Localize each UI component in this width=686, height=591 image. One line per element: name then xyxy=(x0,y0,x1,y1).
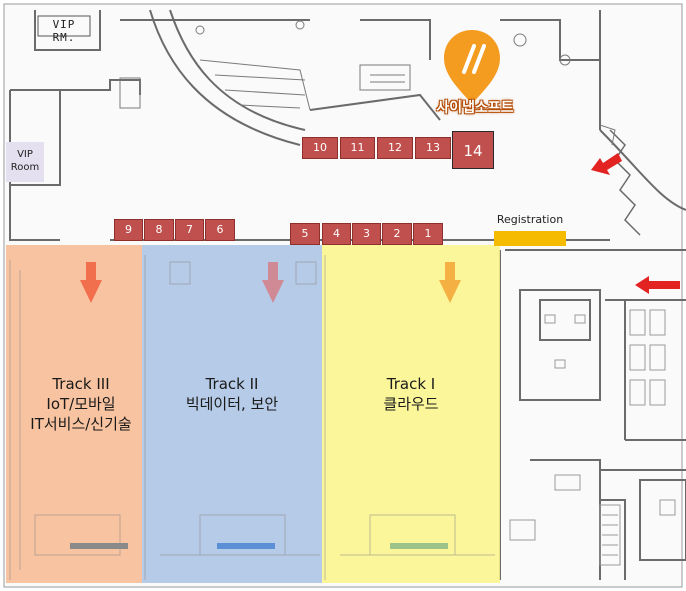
track-1-zone xyxy=(322,245,500,583)
vip-room-label: VIP Room xyxy=(6,148,44,174)
entrance-arrow-right xyxy=(635,276,680,294)
vip-room-line1: VIP xyxy=(17,149,33,160)
sponsor-name-label: 사이냅소프트 xyxy=(436,100,514,116)
booth-10[interactable]: 10 xyxy=(302,137,338,159)
track-3-label: Track III IoT/모바일 IT서비스/신기술 xyxy=(6,374,156,434)
booth-13[interactable]: 13 xyxy=(415,137,451,159)
track-1-title: Track I xyxy=(386,375,436,393)
track-2-title: Track II xyxy=(205,375,259,393)
track-3-zone xyxy=(6,245,142,583)
track-3-bar xyxy=(70,543,128,549)
booth-14[interactable]: 14 xyxy=(452,131,494,169)
stair-zigzag xyxy=(609,129,641,236)
track-1-label: Track I 클라우드 xyxy=(322,374,500,414)
booth-8[interactable]: 8 xyxy=(144,219,174,241)
registration-label: Registration xyxy=(496,213,564,226)
track-3-topic-2: IT서비스/신기술 xyxy=(30,415,132,433)
booth-12[interactable]: 12 xyxy=(377,137,413,159)
track-2-arrow xyxy=(262,262,284,303)
track-3-arrow xyxy=(80,262,102,303)
track-3-title: Track III xyxy=(52,375,110,393)
booth-3[interactable]: 3 xyxy=(352,223,381,245)
track-3-topic-1: IoT/모바일 xyxy=(46,395,116,413)
track-1-arrow xyxy=(439,262,461,303)
booth-6[interactable]: 6 xyxy=(205,219,235,241)
booth-7[interactable]: 7 xyxy=(175,219,204,241)
vip-rm-sign: VIP RM. xyxy=(52,18,76,44)
booth-5[interactable]: 5 xyxy=(290,223,320,245)
vip-room-line2: Room xyxy=(10,162,40,173)
booth-4[interactable]: 4 xyxy=(322,223,351,245)
track-2-zone xyxy=(142,245,322,583)
track-1-bar xyxy=(390,543,448,549)
registration-bar xyxy=(494,231,566,246)
booth-1[interactable]: 1 xyxy=(413,223,443,245)
booth-9[interactable]: 9 xyxy=(114,219,143,241)
vip-room-box xyxy=(6,142,44,182)
sponsor-pin-icon xyxy=(444,30,500,104)
auditorium-shape xyxy=(119,20,616,146)
track-1-topic: 클라우드 xyxy=(383,395,439,413)
booth-2[interactable]: 2 xyxy=(382,223,412,245)
track-2-bar xyxy=(217,543,275,549)
track-2-topic: 빅데이터, 보안 xyxy=(185,395,279,413)
booth-11[interactable]: 11 xyxy=(340,137,375,159)
track-2-label: Track II 빅데이터, 보안 xyxy=(142,374,322,414)
entrance-arrow-upper xyxy=(591,153,622,175)
